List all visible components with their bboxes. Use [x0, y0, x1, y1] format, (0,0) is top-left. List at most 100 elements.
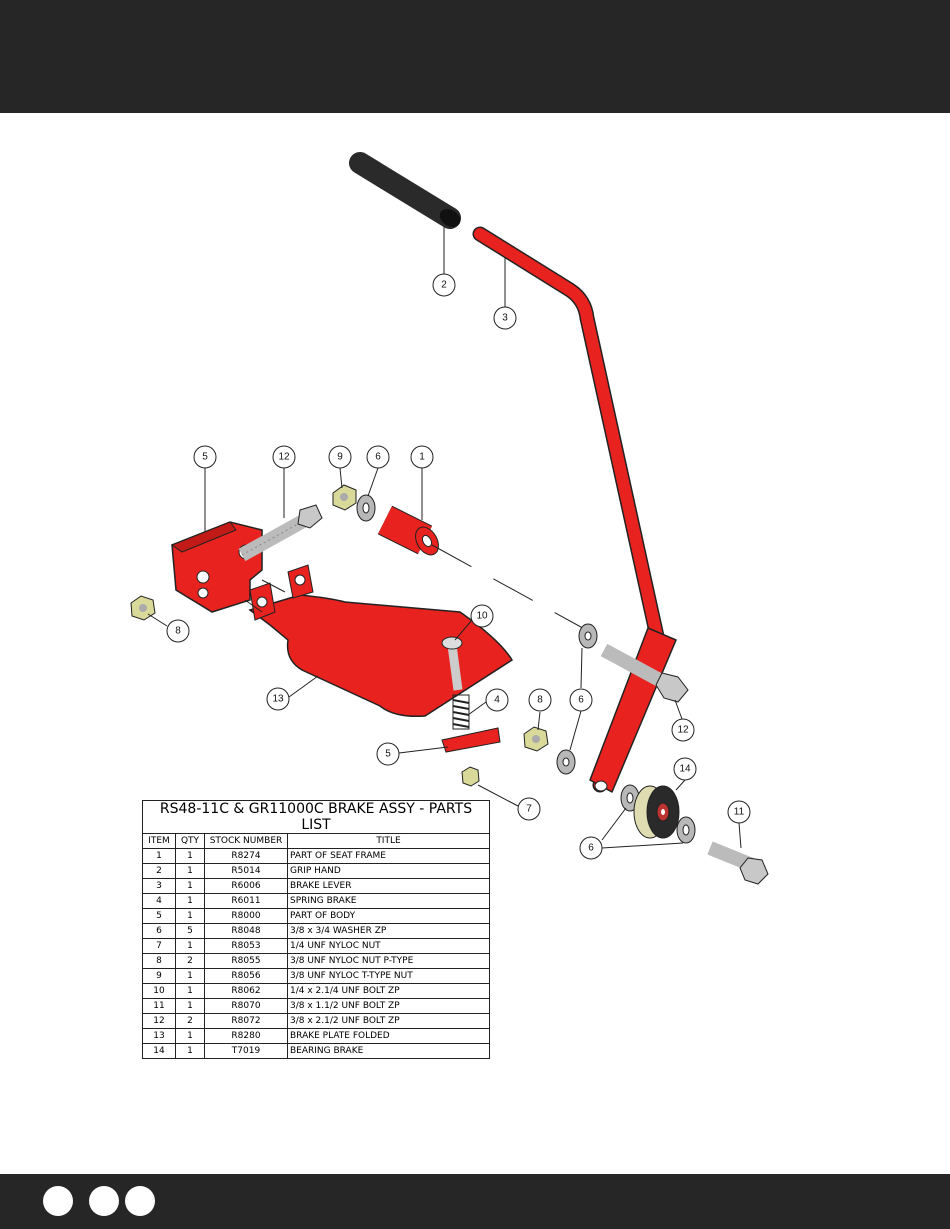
callout-6-bearing: 6	[579, 836, 603, 860]
svg-text:6: 6	[375, 452, 381, 463]
svg-text:6: 6	[588, 843, 594, 854]
cell-stock-number: R6011	[204, 893, 288, 909]
footer-dot	[43, 1186, 73, 1216]
cell-item: 14	[142, 1043, 176, 1059]
washer-6-right	[556, 749, 576, 775]
cell-stock-number: R8053	[204, 938, 288, 954]
cell-item: 1	[142, 848, 176, 864]
footer-dot	[125, 1186, 155, 1216]
bolt-11	[707, 841, 769, 885]
callout-12-lower: 12	[671, 718, 695, 742]
callout-8-left: 8	[166, 619, 190, 643]
cell-qty: 1	[175, 983, 205, 999]
brake-plate	[248, 564, 514, 718]
cell-qty: 1	[175, 998, 205, 1014]
washer-6-bearing-b	[676, 816, 696, 844]
cell-stock-number: R8055	[204, 953, 288, 969]
assembly-axis-2	[244, 599, 263, 613]
cell-qty: 2	[175, 953, 205, 969]
cell-qty: 1	[175, 848, 205, 864]
nut-8-right	[523, 726, 549, 752]
assembly-axis	[431, 544, 591, 633]
bracket-part-of-body	[170, 521, 263, 613]
nut-9	[332, 484, 357, 511]
svg-text:6: 6	[578, 695, 584, 706]
cell-stock-number: R8056	[204, 968, 288, 984]
cell-title: BEARING BRAKE	[287, 1043, 490, 1059]
callout-8-right: 8	[528, 688, 552, 712]
cell-item: 5	[142, 908, 176, 924]
cell-title: 1/4 UNF NYLOC NUT	[287, 938, 490, 954]
callout-3: 3	[493, 306, 517, 330]
cell-title: 3/8 x 1.1/2 UNF BOLT ZP	[287, 998, 490, 1014]
svg-text:4: 4	[494, 695, 500, 706]
parts-list-title: RS48-11C & GR11000C BRAKE ASSY - PARTS L…	[142, 800, 490, 834]
parts-list-table: RS48-11C & GR11000C BRAKE ASSY - PARTS L…	[142, 800, 490, 1059]
callout-2: 2	[432, 273, 456, 297]
svg-text:5: 5	[385, 749, 391, 760]
cell-item: 9	[142, 968, 176, 984]
exploded-diagram: 2 3 5 12 9 6 1 8 10 13 4 8 6 12 5 7 14 1…	[130, 152, 769, 885]
svg-text:3: 3	[502, 313, 508, 324]
callout-9: 9	[328, 445, 352, 469]
cell-qty: 1	[175, 893, 205, 909]
cell-item: 11	[142, 998, 176, 1014]
header-stock-number: STOCK NUMBER	[204, 833, 288, 849]
header-item: ITEM	[142, 833, 176, 849]
cell-title: 1/4 x 2.1/4 UNF BOLT ZP	[287, 983, 490, 999]
cell-stock-number: R8048	[204, 923, 288, 939]
assembly-axis-3	[261, 579, 286, 593]
washer-6-lever	[578, 623, 598, 649]
cell-qty: 1	[175, 938, 205, 954]
cell-title: GRIP HAND	[287, 863, 490, 879]
parts-list-title-row: RS48-11C & GR11000C BRAKE ASSY - PARTS L…	[142, 800, 490, 834]
leader-lines	[147, 226, 742, 849]
cell-item: 7	[142, 938, 176, 954]
cell-title: 3/8 x 2.1/2 UNF BOLT ZP	[287, 1013, 490, 1029]
grip-hand	[349, 152, 461, 229]
cell-qty: 1	[175, 878, 205, 894]
cell-qty: 1	[175, 1028, 205, 1044]
callout-14: 14	[673, 757, 697, 781]
cell-item: 8	[142, 953, 176, 969]
callout-12-upper: 12	[272, 445, 296, 469]
cell-title: BRAKE LEVER	[287, 878, 490, 894]
cell-stock-number: R8070	[204, 998, 288, 1014]
svg-text:2: 2	[441, 280, 447, 291]
svg-text:7: 7	[526, 804, 532, 815]
callout-11: 11	[727, 800, 751, 824]
svg-text:12: 12	[677, 725, 689, 736]
cell-qty: 1	[175, 1043, 205, 1059]
footer-dot	[89, 1186, 119, 1216]
cell-title: BRAKE PLATE FOLDED	[287, 1028, 490, 1044]
parts-list-header-row: ITEM QTY STOCK NUMBER TITLE	[142, 833, 490, 849]
cell-title: 3/8 UNF NYLOC NUT P-TYPE	[287, 953, 490, 969]
footer-band	[0, 1174, 950, 1229]
callout-7: 7	[517, 797, 541, 821]
callout-4: 4	[485, 688, 509, 712]
svg-text:5: 5	[202, 452, 208, 463]
nut-7	[461, 766, 480, 787]
cell-stock-number: R8000	[204, 908, 288, 924]
tab-5-lower	[441, 727, 501, 753]
svg-text:1: 1	[419, 452, 425, 463]
brake-lever	[472, 226, 677, 793]
cell-stock-number: R8280	[204, 1028, 288, 1044]
svg-text:8: 8	[537, 695, 543, 706]
cell-stock-number: R6006	[204, 878, 288, 894]
svg-text:13: 13	[272, 694, 284, 705]
header-band	[0, 0, 950, 113]
nut-8-left	[130, 595, 156, 621]
callout-1: 1	[410, 445, 434, 469]
cell-item: 6	[142, 923, 176, 939]
